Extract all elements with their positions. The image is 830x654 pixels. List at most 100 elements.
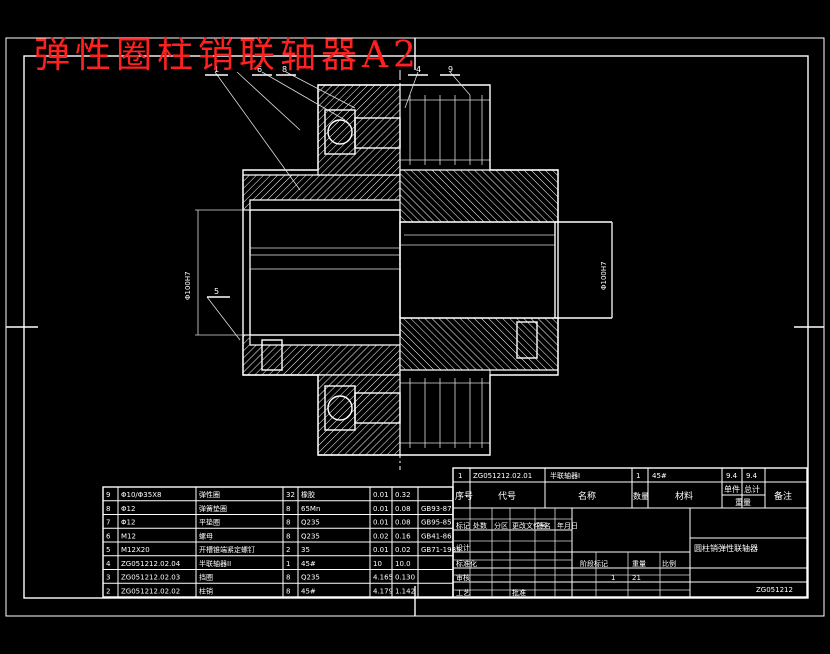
parts-cell-material: 45# (301, 587, 316, 595)
parts-cell-qty: 8 (286, 587, 290, 595)
parts-cell-name: 半联轴器II (199, 559, 231, 568)
parts-cell-name: 平垫圈 (199, 518, 220, 527)
hdr-qty: 数量 (633, 491, 649, 501)
balloon-8: 8 (282, 65, 287, 74)
coupling-section (242, 70, 613, 470)
parts-cell-no: 5 (106, 546, 110, 554)
right-flange-top (399, 84, 491, 171)
dimensions: Φ100H7 Φ100H7 (184, 209, 613, 336)
hdr-no: 序号 (455, 490, 473, 502)
parts-cell-no: 8 (106, 505, 110, 513)
parts-cell-material: 橡胶 (301, 490, 315, 499)
parts-cell-qty: 8 (286, 519, 290, 527)
balloon-9: 9 (448, 65, 453, 74)
parts-cell-note: GB41-86 (421, 532, 452, 540)
hdr-unit-weight: 单件 (724, 484, 740, 494)
leaders: 1 6 8 4 9 5 (205, 65, 471, 341)
parts-cell-note: GB93-87 (421, 505, 452, 513)
hdr-name: 名称 (578, 490, 596, 502)
parts-cell-qty: 8 (286, 532, 290, 540)
parts-cell-total: 1.142 (395, 587, 415, 595)
left-bore (249, 209, 401, 336)
parts-cell-material: 45# (301, 560, 316, 568)
parts-cell-total: 0.08 (395, 505, 411, 513)
parts-cell-total: 0.16 (395, 532, 411, 540)
title-block-mark: 工艺 (456, 589, 470, 597)
parts-cell-code: ZG051212.02.03 (121, 574, 180, 582)
title-block-mark: 标记 (456, 521, 470, 530)
parts-cell-code: ZG051212.02.02 (121, 587, 180, 595)
row1-no: 1 (458, 472, 462, 480)
sheet-no: 1 (611, 574, 615, 582)
right-hub (399, 169, 559, 223)
row1-unit: 9.4 (726, 472, 738, 480)
parts-cell-unit: 0.01 (373, 491, 389, 499)
parts-cell-total: 0.08 (395, 519, 411, 527)
title-block-mark: 标准化 (456, 559, 477, 568)
parts-cell-no: 9 (106, 491, 110, 499)
drawing-title: 弹性圈柱销联轴器A2 (34, 35, 421, 76)
parts-cell-unit: 4.179 (373, 587, 393, 595)
balloon-5: 5 (214, 287, 219, 296)
drawing-name: 圆柱销弹性联轴器 (694, 543, 758, 553)
parts-cell-unit: 0.02 (373, 532, 389, 540)
parts-cell-material: Q235 (301, 519, 320, 527)
scale-code: ZG051212 (756, 586, 793, 594)
parts-cell-name: 螺母 (199, 531, 213, 540)
parts-cell-material: 65Mn (301, 505, 320, 513)
sheet-count: 21 (632, 574, 641, 582)
parts-cell-name: 挡圈 (199, 573, 213, 582)
parts-cell-material: Q235 (301, 574, 320, 582)
parts-cell-code: Φ12 (121, 519, 135, 527)
parts-cell-code: M12 (121, 532, 136, 540)
left-flange-top (317, 84, 401, 176)
right-bore (399, 221, 556, 319)
hdr-weight: 重量 (735, 497, 751, 507)
parts-cell-total: 0.32 (395, 491, 411, 499)
title-block-mark: 处数 (473, 521, 487, 530)
title-block-mark: 阶段标记 (580, 559, 608, 568)
right-bore-dim: Φ100H7 (600, 261, 608, 290)
parts-cell-no: 4 (106, 560, 111, 568)
row1-material: 45# (652, 472, 667, 480)
parts-cell-total: 10.0 (395, 560, 411, 568)
parts-cell-qty: 2 (286, 546, 290, 554)
title-block-mark: 批准 (512, 588, 526, 597)
hdr-note: 备注 (774, 490, 792, 502)
title-block-mark: 签名 (537, 521, 551, 530)
parts-cell-no: 3 (106, 574, 110, 582)
hdr-material: 材料 (675, 490, 693, 502)
row1-total: 9.4 (746, 472, 758, 480)
balloon-1: 1 (214, 65, 219, 74)
balloon-4: 4 (416, 65, 421, 74)
parts-cell-unit: 4.165 (373, 574, 393, 582)
parts-cell-unit: 0.01 (373, 519, 389, 527)
parts-cell-code: M12X20 (121, 546, 150, 554)
row1-qty: 1 (636, 472, 640, 480)
parts-cell-material: 35 (301, 546, 310, 554)
parts-cell-qty: 1 (286, 560, 290, 568)
balloon-6: 6 (257, 65, 262, 74)
parts-cell-qty: 32 (286, 491, 295, 499)
parts-cell-no: 6 (106, 532, 111, 540)
hdr-total-weight: 总计 (744, 484, 760, 494)
title-block-mark: 设计 (456, 543, 470, 552)
row1-code: ZG051212.02.01 (473, 472, 532, 480)
parts-cell-unit: 0.01 (373, 505, 389, 513)
parts-cell-name: 柱销 (199, 586, 213, 595)
parts-cell-unit: 0.01 (373, 546, 389, 554)
title-block-mark: 分区 (494, 521, 508, 530)
parts-cell-qty: 8 (286, 574, 290, 582)
title-block-mark: 重量 (632, 560, 646, 568)
parts-cell-name: 弹性圈 (199, 490, 220, 499)
title-block-mark: 年月日 (557, 521, 578, 530)
parts-cell-total: 0.130 (395, 574, 415, 582)
title-block-mark: 审核 (456, 573, 470, 582)
parts-cell-no: 2 (106, 587, 110, 595)
parts-cell-note: GB95-85 (421, 519, 452, 527)
title-block-mark: 更改文件号 (512, 521, 547, 530)
parts-cell-name: 开槽锥端紧定螺钉 (199, 545, 255, 554)
parts-cell-qty: 8 (286, 505, 290, 513)
